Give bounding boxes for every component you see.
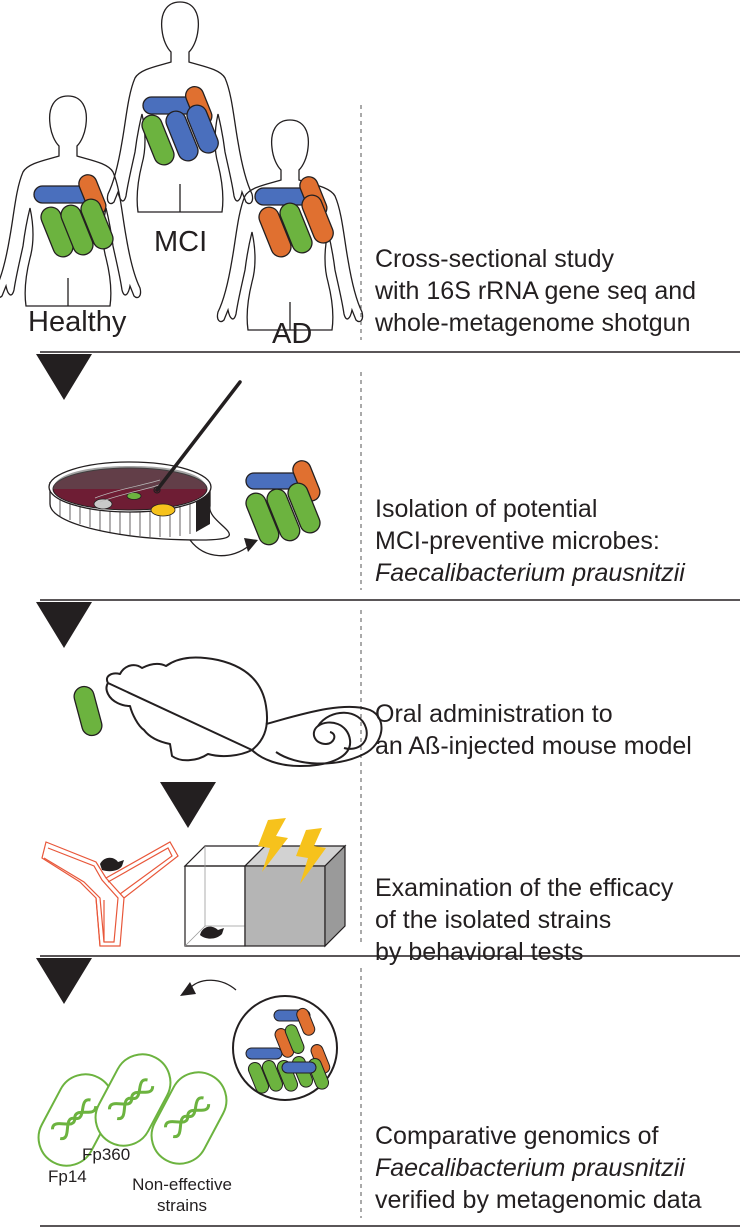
step-1-line: with 16S rRNA gene seq and (375, 277, 697, 305)
strain-capsule-fp14 (37, 1073, 115, 1167)
petri-dish (48, 461, 230, 541)
lightning-bolt (296, 828, 326, 884)
step-2-line: MCI-preventive microbes: (375, 527, 660, 555)
strain-capsule-non-effective (150, 1071, 228, 1165)
healthy-green-bacterium (80, 198, 114, 250)
mci-blue-bacterium (165, 110, 199, 162)
step-2-line-species: Faecalibacterium prausnitzii (375, 559, 685, 587)
step-2-description: Isolation of potential MCI-preventive mi… (375, 493, 685, 589)
lightning-bolt (258, 818, 288, 872)
flow-arrow-down (36, 602, 92, 648)
step-3-description: Oral administration to an Aß-injected mo… (375, 698, 692, 762)
step-1-line: Cross-sectional study (375, 245, 614, 273)
step-2-line: Isolation of potential (375, 495, 598, 523)
step-5-line: Comparative genomics of (375, 1122, 659, 1150)
isolated-bacteria-cluster (245, 460, 321, 546)
curved-arrow (187, 979, 237, 991)
mci-figure (106, 1, 254, 213)
step-5-description: Comparative genomics of Faecalibacterium… (375, 1120, 702, 1216)
mci-blue-bacterium (186, 104, 219, 154)
ad-figure (216, 119, 364, 331)
label-fp14: Fp14 (48, 1167, 87, 1186)
passive-avoidance-box (183, 818, 347, 948)
administered-bacterium (73, 685, 103, 737)
ad-orange-bacterium (301, 194, 334, 244)
step-4-description: Examination of the efficacy of the isola… (375, 872, 673, 968)
step-4-line: of the isolated strains (375, 906, 612, 934)
step-5-line: verified by metagenomic data (375, 1186, 702, 1214)
y-maze (41, 841, 179, 947)
step-3-line: Oral administration to (375, 700, 613, 728)
mouse-silhouette (100, 857, 124, 872)
label-healthy: Healthy (28, 306, 127, 338)
healthy-green-bacterium (60, 204, 94, 256)
step-5-line-species: Faecalibacterium prausnitzii (375, 1154, 685, 1182)
label-non-effective: Non-effective strains (132, 1175, 232, 1215)
flow-arrow-down (36, 354, 92, 400)
flow-arrow-down (160, 782, 216, 828)
mci-green-bacterium (141, 114, 175, 166)
step-3-line: an Aß-injected mouse model (375, 732, 692, 760)
step-1-description: Cross-sectional study with 16S rRNA gene… (375, 243, 696, 339)
community-circle (232, 995, 338, 1101)
mouse-outline (105, 656, 352, 767)
label-ad: AD (272, 318, 313, 350)
ad-orange-bacterium (258, 206, 292, 258)
inoculation-loop (155, 380, 242, 492)
step-1-line: whole-metagenome shotgun (375, 309, 691, 337)
step-4-line: Examination of the efficacy (375, 874, 674, 902)
flow-arrow-down (36, 958, 92, 1004)
strain-capsule-fp360 (94, 1053, 172, 1147)
healthy-figure (0, 95, 142, 307)
ad-green-bacterium (279, 202, 313, 254)
curved-arrow (189, 539, 251, 557)
step-4-line: by behavioral tests (375, 938, 584, 966)
label-fp360: Fp360 (82, 1145, 131, 1164)
label-mci: MCI (154, 226, 208, 258)
